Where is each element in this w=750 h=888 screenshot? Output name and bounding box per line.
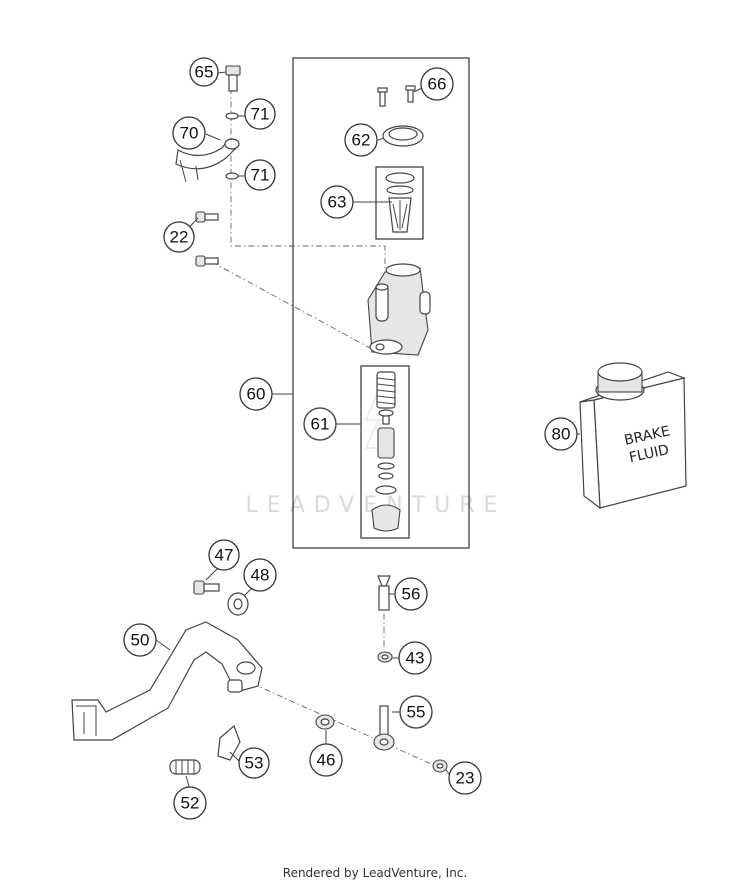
callout-65: 65 xyxy=(189,57,219,87)
svg-text:48: 48 xyxy=(251,566,270,585)
callout-23: 23 xyxy=(448,761,482,795)
callout-50: 50 xyxy=(123,623,157,657)
footer-credit: Rendered by LeadVenture, Inc. xyxy=(282,866,468,880)
callout-56: 56 xyxy=(394,577,428,611)
brake-hose-70 xyxy=(175,138,240,183)
washer-71-top xyxy=(225,112,239,120)
svg-text:46: 46 xyxy=(317,751,336,770)
svg-text:63: 63 xyxy=(328,193,347,212)
repair-kit-61 xyxy=(371,371,401,532)
spring-52 xyxy=(169,759,201,775)
callout-47: 47 xyxy=(208,539,240,571)
svg-text:52: 52 xyxy=(181,794,200,813)
pushrod-55 xyxy=(373,705,395,751)
assembly-box-60 xyxy=(292,57,470,549)
callout-52: 52 xyxy=(173,786,207,820)
callout-71-top: 71 xyxy=(244,98,276,130)
svg-text:62: 62 xyxy=(352,131,371,150)
callout-43: 43 xyxy=(398,641,432,675)
svg-text:50: 50 xyxy=(131,631,150,650)
svg-text:71: 71 xyxy=(251,105,270,124)
callout-46: 46 xyxy=(309,743,343,777)
svg-text:61: 61 xyxy=(311,415,330,434)
callout-80: 80 xyxy=(544,417,578,451)
nut-46 xyxy=(315,714,335,730)
svg-text:80: 80 xyxy=(552,425,571,444)
callout-63: 63 xyxy=(320,185,354,219)
callout-62: 62 xyxy=(344,123,378,157)
svg-text:60: 60 xyxy=(247,385,266,404)
callout-61: 61 xyxy=(303,407,337,441)
kit-box-61 xyxy=(360,365,410,539)
kit-box-63 xyxy=(375,166,424,240)
callout-66: 66 xyxy=(420,67,454,101)
svg-text:53: 53 xyxy=(245,754,264,773)
svg-text:22: 22 xyxy=(170,228,189,247)
svg-text:56: 56 xyxy=(402,585,421,604)
svg-text:47: 47 xyxy=(215,546,234,565)
watermark: LEADVENTURE xyxy=(246,389,507,518)
svg-text:65: 65 xyxy=(195,63,214,82)
plate-53 xyxy=(217,724,241,761)
svg-text:66: 66 xyxy=(428,75,447,94)
nut-23 xyxy=(432,759,448,773)
bolt-47 xyxy=(193,580,220,595)
assembly-lines xyxy=(211,88,441,769)
callout-53: 53 xyxy=(238,747,270,779)
leader-lines xyxy=(155,71,580,791)
svg-text:71: 71 xyxy=(251,166,270,185)
bushing-48 xyxy=(227,592,249,616)
brake-pedal-50 xyxy=(71,621,263,741)
svg-text:70: 70 xyxy=(180,124,199,143)
callout-48: 48 xyxy=(243,558,277,592)
callout-60: 60 xyxy=(239,377,273,411)
washer-71-bottom xyxy=(225,172,239,180)
bolt-56 xyxy=(377,575,391,611)
svg-text:55: 55 xyxy=(407,703,426,722)
nut-43 xyxy=(377,651,393,663)
callout-70: 70 xyxy=(172,116,206,150)
callout-22: 22 xyxy=(163,221,195,253)
callout-55: 55 xyxy=(399,695,433,729)
banjo-bolt-65 xyxy=(225,65,241,92)
watermark-text: LEADVENTURE xyxy=(246,493,507,518)
reservoir-kit-63 xyxy=(385,172,415,233)
master-cylinder-body xyxy=(367,263,431,356)
cap-62 xyxy=(382,125,424,147)
screw-22 xyxy=(195,211,219,267)
brake-fluid-can-80: BRAKE FLUID xyxy=(579,362,687,510)
svg-text:43: 43 xyxy=(406,649,425,668)
svg-text:23: 23 xyxy=(456,769,475,788)
screw-66 xyxy=(377,85,416,107)
callout-71-bottom: 71 xyxy=(244,159,276,191)
